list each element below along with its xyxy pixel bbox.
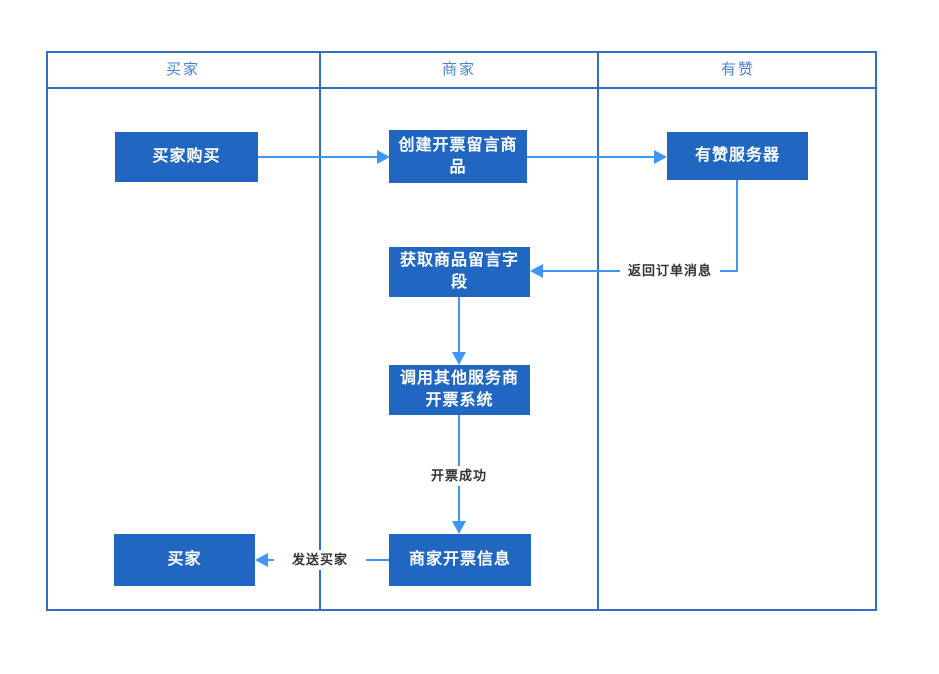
lane-header-buyer: 买家 bbox=[165, 61, 200, 78]
node-call-other-provider-invoice-system: 调用其他服务商开票系统 bbox=[389, 365, 530, 415]
node-get-product-note-field: 获取商品留言字段 bbox=[389, 247, 530, 297]
lane-header-merchant: 商家 bbox=[441, 61, 476, 78]
swimlane-frame bbox=[46, 51, 877, 611]
arrowhead-down-icon bbox=[452, 352, 466, 365]
arrowhead-left-icon bbox=[530, 264, 543, 278]
node-buyer: 买家 bbox=[114, 534, 255, 586]
arrow-segment-getfield-to-callsystem bbox=[458, 297, 460, 353]
arrow-segment-buyer-to-create bbox=[258, 156, 378, 158]
lane-header-youzan: 有赞 bbox=[720, 61, 755, 78]
arrowhead-down-icon bbox=[452, 521, 466, 534]
lane-divider-1 bbox=[319, 51, 321, 611]
edge-label-send-buyer: 发送买家 bbox=[274, 550, 366, 570]
node-youzan-server: 有赞服务器 bbox=[667, 132, 808, 180]
edge-label-return-order-message: 返回订单消息 bbox=[620, 261, 720, 281]
arrowhead-right-icon bbox=[377, 150, 390, 164]
arrow-segment-create-to-server bbox=[527, 156, 655, 158]
edge-label-invoice-success: 开票成功 bbox=[413, 466, 505, 486]
arrowhead-left-icon bbox=[255, 553, 268, 567]
arrowhead-right-icon bbox=[654, 150, 667, 164]
node-merchant-invoice-info: 商家开票信息 bbox=[389, 534, 531, 586]
lane-header-divider bbox=[46, 87, 877, 89]
arrow-segment-server-down bbox=[736, 180, 738, 272]
lane-divider-2 bbox=[597, 51, 599, 611]
node-create-invoice-note-product: 创建开票留言商品 bbox=[389, 130, 527, 183]
node-buyer-purchase: 买家购买 bbox=[115, 132, 258, 182]
